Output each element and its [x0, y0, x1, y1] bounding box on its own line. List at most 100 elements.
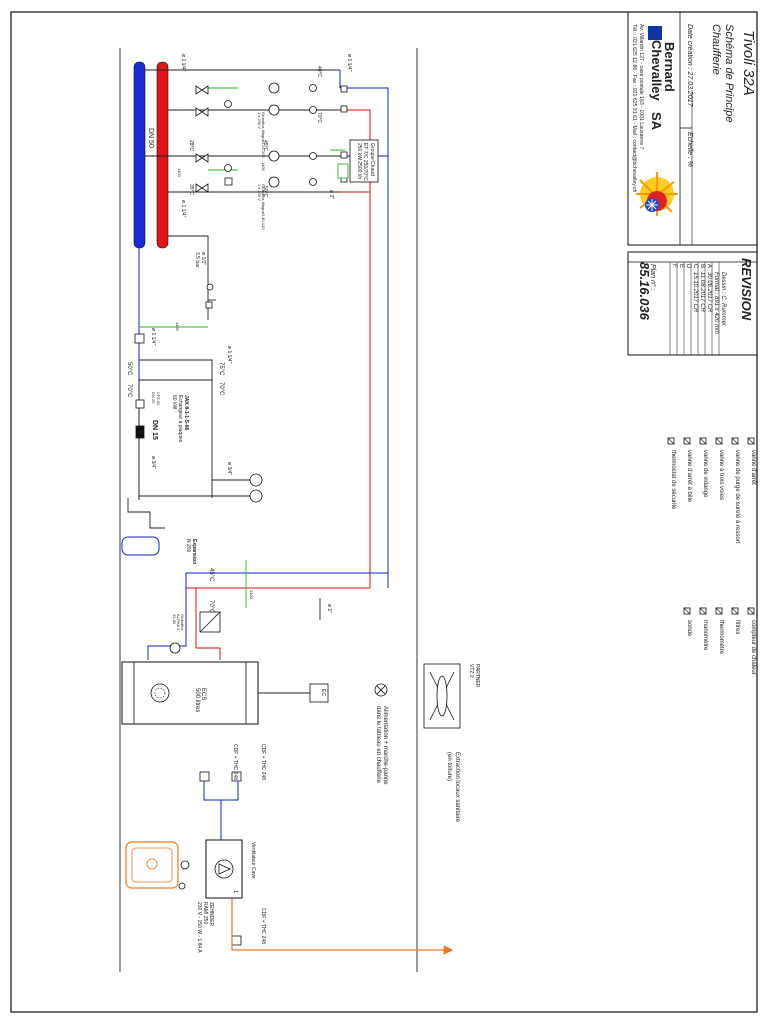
svg-text:CDF + THC 248: CDF + THC 248 [260, 908, 266, 944]
svg-text:3.5 bar: 3.5 bar [194, 252, 200, 268]
legend-label: vanne à trois voies [718, 450, 724, 500]
project-name: Tivoli 32A [740, 30, 757, 96]
svg-text:Echangeur à plaques: Echangeur à plaques [177, 395, 183, 443]
company-address: Av. Villardin 127 - case postale 163 - 1… [638, 24, 644, 150]
svg-text:CDF + THC 248: CDF + THC 248 [232, 744, 238, 780]
valve-stop-icon [747, 437, 755, 445]
cold-collector [133, 61, 146, 249]
legend-label: vanne de purge de sureté à ressort [734, 450, 740, 544]
revision-entry: Dessin : C. Rummel [720, 272, 726, 326]
svg-text:ø 1 1/4": ø 1 1/4" [150, 328, 156, 346]
svg-text:(en toiture): (en toiture) [446, 752, 452, 781]
svg-text:1 x 230 V: 1 x 230 V [257, 184, 262, 201]
svg-text:JAK 8-1-1-S-66: JAK 8-1-1-S-66 [183, 395, 189, 431]
svg-text:ø 1 1/4": ø 1 1/4" [180, 54, 186, 72]
svg-text:Ventilateur Cave: Ventilateur Cave [250, 842, 256, 879]
svg-text:DN 15: DN 15 [151, 420, 158, 440]
svg-text:DN 20: DN 20 [151, 392, 156, 404]
svg-text:EC: EC [320, 689, 326, 696]
svg-text:ET 7/C 250/70°C: ET 7/C 250/70°C [362, 143, 368, 181]
plan-number: 85.16.036 [637, 262, 652, 321]
revision-letter: F [671, 264, 677, 268]
three-way-valve-icon [715, 437, 723, 445]
revision-letter: C [692, 264, 698, 269]
revision-title: REVISION [739, 258, 754, 321]
svg-text:ø 1 1/4": ø 1 1/4" [346, 54, 352, 72]
svg-text:dans le tableau en chaufferie: dans le tableau en chaufferie [375, 706, 381, 784]
cdf-3-icon [231, 935, 242, 946]
filter-1-icon [134, 333, 145, 344]
revision-letter: D [685, 264, 691, 269]
pump-4-icon [268, 176, 280, 188]
pump-ecs-icon [169, 642, 181, 654]
ball-valve-icon [683, 437, 691, 445]
svg-text:RAMI 250: RAMI 250 [202, 902, 208, 924]
company-suffix: SA [649, 112, 664, 131]
company-logo: Bernard Chevalley SA [636, 26, 678, 216]
svg-text:CDF + THC 248: CDF + THC 248 [260, 744, 266, 780]
drawing-subject: Chaufferie [710, 24, 722, 75]
ec-box [309, 683, 329, 703]
svg-text:500 litres: 500 litres [194, 688, 200, 712]
svg-text:1400: 1400 [175, 322, 180, 332]
spring-safety-valve-icon [731, 437, 739, 445]
title-block: Tivoli 32A Schéma de Principe Chaufferie… [627, 11, 758, 246]
legend-label: sonde [686, 620, 692, 637]
svg-text:ø 2": ø 2" [328, 190, 334, 199]
cdf-1-icon [199, 771, 210, 782]
pump-2-icon [268, 104, 280, 116]
svg-text:40°C: 40°C [316, 66, 322, 78]
svg-text:250 kW 2500 l/h: 250 kW 2500 l/h [356, 143, 362, 179]
svg-text:Groupe Chaud: Groupe Chaud [369, 143, 375, 176]
heat-meter-icon [747, 607, 755, 615]
meter-icon [135, 425, 145, 439]
svg-text:N 200: N 200 [185, 539, 191, 553]
legend-label: thermostat de sécurité [670, 450, 676, 510]
svg-text:PARTNER: PARTNER [474, 664, 480, 688]
legend-label: manomètre [702, 620, 708, 651]
sun-snowflake-icon [636, 172, 678, 216]
exhaust-line [231, 898, 454, 955]
svg-text:ø 1 1/4": ø 1 1/4" [180, 200, 186, 218]
hot-supply [340, 109, 371, 588]
legend-label: vanne de vidange [702, 450, 708, 498]
cdf-2-icon [231, 771, 242, 782]
expansion-tank [121, 536, 160, 556]
circuit-valves [195, 84, 348, 193]
boiler-box [349, 139, 379, 183]
svg-text:70°C: 70°C [208, 600, 214, 614]
collector-dn: DN 50 [147, 128, 154, 148]
legend-label: vanne d'arrêt à bille [686, 450, 692, 503]
svg-text:ø 3/4": ø 3/4" [226, 462, 232, 475]
drain-valve-icon [699, 437, 707, 445]
svg-text:50°C: 50°C [126, 362, 132, 376]
creation-date: Date création : 27.03.2017 [686, 24, 693, 108]
svg-text:Extraction locaux sanitaire: Extraction locaux sanitaire [454, 752, 460, 823]
svg-text:Alimentation + marche-panne: Alimentation + marche-panne [382, 706, 388, 785]
legend-label: filtres [734, 620, 740, 634]
legend-label: vanne d'arrêt [750, 450, 756, 485]
probe-icon [683, 607, 691, 615]
thermostat-icon [667, 437, 675, 445]
legend: vanne d'arrêt vanne de purge de sureté à … [667, 437, 756, 675]
svg-text:1: 1 [232, 890, 238, 894]
svg-text:ECS: ECS [200, 688, 206, 700]
revision-entry: 15.10.2017 CR [692, 272, 698, 313]
filter-icon [731, 607, 739, 615]
legend-label: compteur de chaleur [750, 620, 756, 675]
company-contact: Tél. : 021 625 12 86 - Fax : 021 625 91 … [631, 24, 637, 192]
svg-text:32-60: 32-60 [172, 614, 177, 625]
plan-label: Plan n° : [649, 264, 657, 291]
svg-text:45°C: 45°C [208, 568, 214, 582]
svg-text:70°C: 70°C [126, 384, 132, 398]
svg-text:70°C: 70°C [218, 382, 224, 396]
svg-text:Expansion: Expansion [191, 539, 197, 564]
revision-entry: Format : 891 x 420 mm [713, 272, 719, 334]
svg-text:Grundfos Magna3 32-100: Grundfos Magna3 32-100 [261, 112, 266, 158]
svg-text:35°C: 35°C [188, 184, 194, 196]
hydraulic-schema: DN 50 Groupe Chaud ET 7/C 250/70°C 250 k… [121, 54, 480, 955]
company-name-2: Chevalley [649, 40, 664, 101]
manometer-icon [699, 607, 707, 615]
